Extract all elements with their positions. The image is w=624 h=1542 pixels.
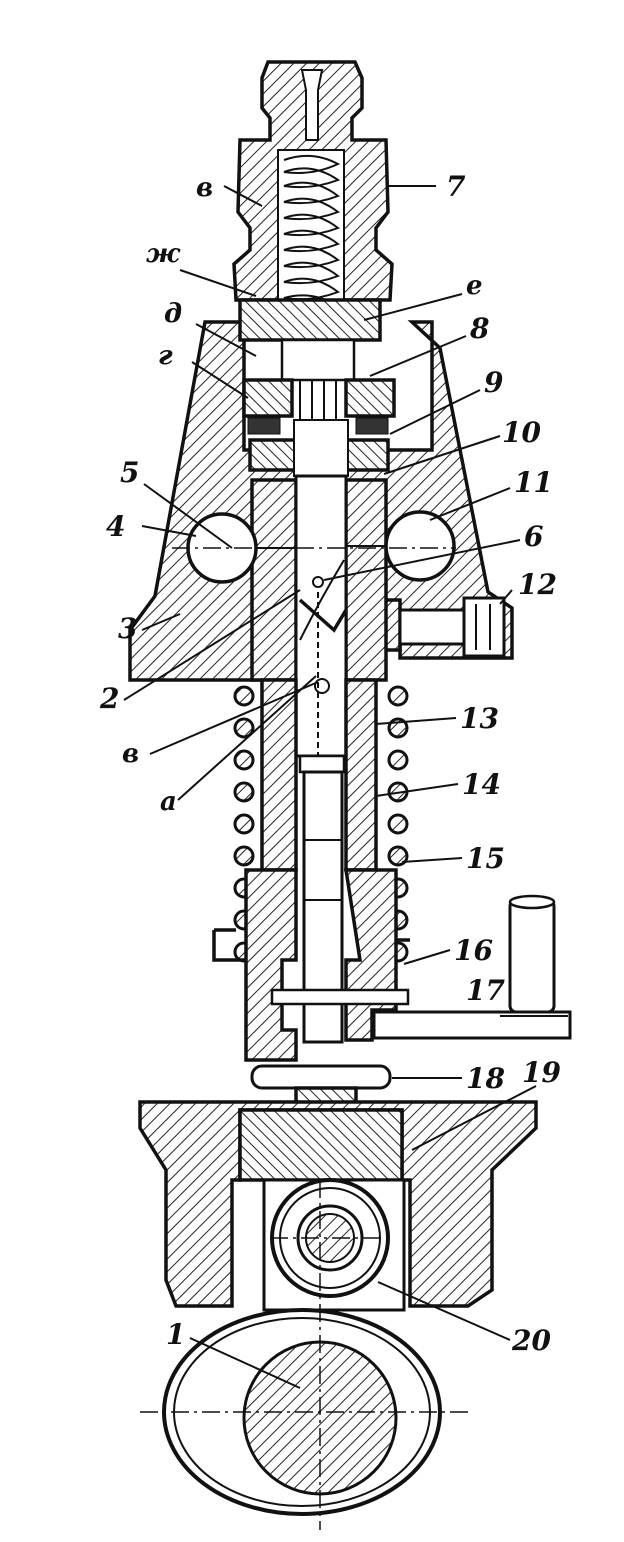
callout-e: е xyxy=(466,271,483,301)
spring-seat xyxy=(212,868,410,1062)
union-fitting xyxy=(232,60,394,302)
callout-6: 6 xyxy=(524,520,543,553)
callout-1: 1 xyxy=(166,1318,185,1351)
spring-coil-left xyxy=(233,685,255,707)
plunger-return-spring xyxy=(233,685,409,963)
control-sleeve xyxy=(260,678,378,872)
callout-2: 2 xyxy=(99,682,119,715)
spring-coil-right xyxy=(387,749,409,771)
callout-5: 5 xyxy=(120,456,139,489)
leader-lines xyxy=(123,185,537,1389)
spring-coil-right xyxy=(387,813,409,835)
callout-d: д xyxy=(164,299,182,329)
callout-a: а xyxy=(160,787,177,817)
plunger xyxy=(294,474,348,1044)
callout-20: 20 xyxy=(511,1324,551,1357)
callout-12: 12 xyxy=(518,568,557,601)
callout-labels: 7 в ж д г е 8 9 10 11 5 4 6 12 3 2 в а 1… xyxy=(99,170,561,1357)
control-rack xyxy=(372,894,572,1040)
center-lines xyxy=(140,547,470,1530)
spring-coil-left xyxy=(233,781,255,803)
spring-coil-left xyxy=(233,717,255,739)
callout-13: 13 xyxy=(460,702,499,735)
callout-3: 3 xyxy=(118,612,137,645)
spring-coil-left xyxy=(233,813,255,835)
delivery-valve-assembly xyxy=(238,298,396,477)
callout-8: 8 xyxy=(469,312,489,345)
spring-coil-left xyxy=(233,749,255,771)
callout-19: 19 xyxy=(522,1056,561,1089)
callout-14: 14 xyxy=(462,768,501,801)
spring-coil-left xyxy=(233,845,255,867)
callout-10: 10 xyxy=(502,416,541,449)
callout-17: 17 xyxy=(466,974,505,1007)
spring-coil-right xyxy=(387,845,409,867)
callout-9: 9 xyxy=(484,366,503,399)
callout-v-bottom: в xyxy=(122,739,139,769)
callout-7: 7 xyxy=(446,170,466,203)
callout-v-top: в xyxy=(196,173,213,203)
tappet-roller xyxy=(270,1178,390,1298)
spring-coil-right xyxy=(387,685,409,707)
callout-16: 16 xyxy=(454,934,493,967)
callout-4: 4 xyxy=(106,510,125,543)
callout-18: 18 xyxy=(466,1062,505,1095)
callout-zh: ж xyxy=(146,239,181,269)
callout-g: г xyxy=(158,341,173,371)
adjusting-bolt xyxy=(398,596,506,658)
callout-11: 11 xyxy=(514,466,553,499)
callout-15: 15 xyxy=(466,842,505,875)
